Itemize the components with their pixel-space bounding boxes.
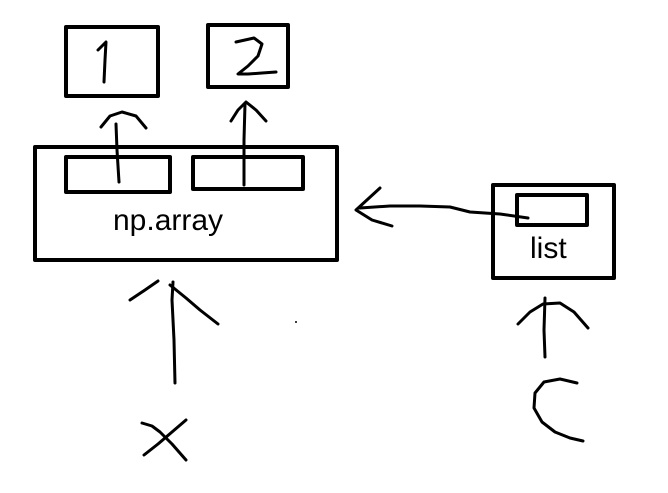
arrow-list-to-np-array-shaft xyxy=(358,204,530,220)
arrow-x-head-right xyxy=(168,283,220,326)
arrow-slot-to-two xyxy=(229,100,268,187)
np-array-box: np.array xyxy=(33,145,339,262)
glyph-x-stroke-1 xyxy=(140,421,188,462)
box-two xyxy=(206,23,290,89)
arrow-c-shaft xyxy=(542,296,547,359)
arrow-list-to-np-array xyxy=(354,186,530,228)
arrow-slot-to-one xyxy=(99,110,148,184)
glyph-two xyxy=(234,36,278,76)
arrow-slot-to-one-shaft xyxy=(114,122,121,184)
arrow-slot-to-two-shaft xyxy=(242,102,247,187)
arrow-list-to-np-array-head xyxy=(354,186,394,228)
np-array-label: np.array xyxy=(113,204,223,237)
box-one-frame xyxy=(64,25,160,98)
arrow-c-head xyxy=(516,301,590,330)
list-label: list xyxy=(530,232,567,265)
np-array-slot-right xyxy=(191,155,305,191)
glyph-c xyxy=(532,377,585,443)
variable-c xyxy=(516,296,590,443)
np-array-slot-left xyxy=(64,155,172,194)
np-array-frame xyxy=(33,145,339,262)
arrow-slot-to-one-head xyxy=(99,110,148,130)
glyph-one xyxy=(96,40,108,84)
box-one xyxy=(64,25,160,98)
arrow-x-head-left xyxy=(128,279,160,302)
glyph-x-stroke-2 xyxy=(142,418,188,457)
box-two-frame xyxy=(206,23,290,89)
list-box: list xyxy=(491,183,616,280)
arrow-slot-to-two-head xyxy=(229,100,268,123)
arrow-x-shaft xyxy=(170,280,177,385)
list-slot xyxy=(515,193,589,227)
variable-x xyxy=(128,279,220,462)
list-frame xyxy=(491,183,616,280)
stray-dot xyxy=(295,321,297,323)
